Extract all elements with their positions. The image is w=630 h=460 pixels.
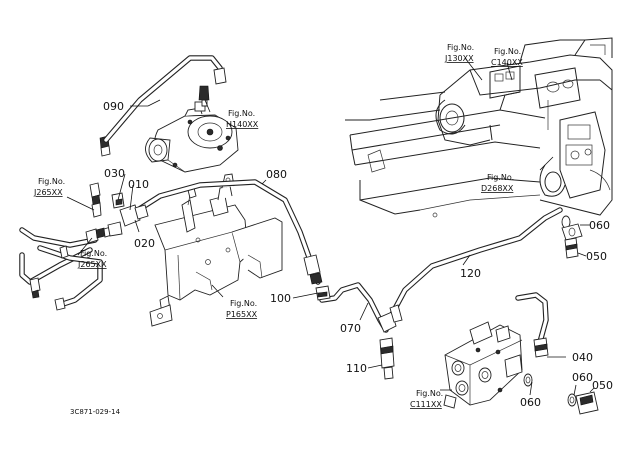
- part-label-110[interactable]: 110: [346, 362, 367, 375]
- part-label-120[interactable]: 120: [460, 267, 481, 280]
- svg-text:J265XX: J265XX: [77, 260, 107, 269]
- part-label-050-lower[interactable]: 050: [592, 379, 613, 392]
- svg-text:Fig.No.: Fig.No.: [230, 299, 257, 308]
- svg-text:J265XX: J265XX: [33, 188, 63, 197]
- svg-text:Fig.No.: Fig.No.: [447, 43, 474, 52]
- chassis-frame: [345, 91, 546, 218]
- part-label-100[interactable]: 100: [270, 292, 291, 305]
- svg-text:Fig.No.: Fig.No.: [80, 249, 107, 258]
- pipe-040: [515, 292, 549, 345]
- fitting-060-050-right: [561, 215, 583, 259]
- fitting-elbow-070: [377, 304, 403, 333]
- svg-text:Fig.No.: Fig.No.: [487, 173, 514, 182]
- svg-text:Fig.No.: Fig.No.: [38, 177, 65, 186]
- svg-text:J130XX: J130XX: [444, 54, 474, 63]
- part-label-040[interactable]: 040: [572, 351, 593, 364]
- svg-text:H140XX: H140XX: [226, 120, 259, 129]
- fig-ref-h140[interactable]: Fig.No. H140XX: [226, 109, 259, 129]
- part-label-060-lower[interactable]: 060: [520, 396, 541, 409]
- part-number-labels: 090 030 010 020 080 100 070 110 120 060 …: [103, 100, 613, 409]
- left-hose-assembly: [19, 135, 116, 311]
- svg-text:Fig.No.: Fig.No.: [416, 389, 443, 398]
- part-label-060-upper[interactable]: 060: [589, 219, 610, 232]
- fig-ref-j265-lower[interactable]: Fig.No. J265XX: [77, 249, 107, 269]
- fitting-110: [379, 337, 395, 380]
- transmission-housing: [435, 37, 613, 216]
- fig-ref-p165[interactable]: Fig.No. P165XX: [226, 299, 258, 319]
- part-label-070[interactable]: 070: [340, 322, 361, 335]
- fitting-100: [315, 285, 331, 301]
- fig-ref-c140[interactable]: Fig.No. C140XX: [491, 47, 523, 67]
- part-label-020[interactable]: 020: [134, 237, 155, 250]
- pipe-090: [103, 55, 227, 143]
- fig-ref-c111[interactable]: Fig.No. C111XX: [410, 389, 443, 409]
- fig-ref-j265-upper[interactable]: Fig.No. J265XX: [33, 177, 65, 197]
- svg-text:Fig.No.: Fig.No.: [228, 109, 255, 118]
- part-label-050-upper[interactable]: 050: [586, 250, 607, 263]
- part-label-010[interactable]: 010: [128, 178, 149, 191]
- part-label-060-right[interactable]: 060: [572, 371, 593, 384]
- part-label-090[interactable]: 090: [103, 100, 124, 113]
- part-label-030[interactable]: 030: [104, 167, 125, 180]
- svg-text:D268XX: D268XX: [481, 184, 514, 193]
- figure-references: Fig.No. H140XX Fig.No. J265XX Fig.No. J2…: [33, 43, 523, 409]
- steering-pump-unit: [145, 85, 239, 173]
- part-label-080[interactable]: 080: [266, 168, 287, 181]
- fitting-040-060-050-bottom: [523, 337, 599, 415]
- mounting-bracket: [149, 173, 283, 327]
- svg-text:Fig.No.: Fig.No.: [494, 47, 521, 56]
- diagram-code: 3C871-029-14: [70, 408, 121, 416]
- control-valve: [443, 321, 523, 409]
- leader-lines: [66, 57, 595, 396]
- pipe-120: [387, 207, 563, 321]
- svg-text:P165XX: P165XX: [226, 310, 258, 319]
- pipe-080: [127, 179, 323, 285]
- fig-ref-d268[interactable]: Fig.No. D268XX: [481, 173, 514, 193]
- svg-text:C140XX: C140XX: [491, 58, 523, 67]
- fitting-010-030: [107, 192, 149, 237]
- svg-text:C111XX: C111XX: [410, 400, 442, 409]
- fig-ref-j130[interactable]: Fig.No. J130XX: [444, 43, 474, 63]
